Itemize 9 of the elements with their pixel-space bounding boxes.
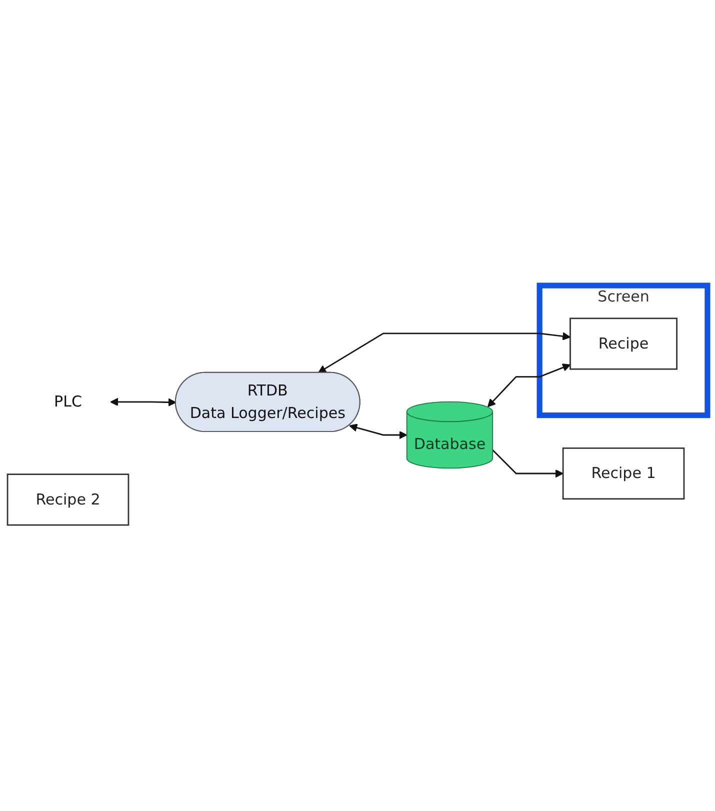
node-box: Recipe 2 (6, 474, 130, 526)
arrow (349, 424, 408, 440)
arrow (492, 450, 564, 478)
node-box: Recipe 1 (562, 448, 685, 500)
node-text: PLC (54, 392, 82, 411)
arrow (110, 398, 176, 407)
arrow (318, 332, 571, 374)
arrow (487, 364, 571, 408)
node-box: Recipe (570, 318, 678, 370)
